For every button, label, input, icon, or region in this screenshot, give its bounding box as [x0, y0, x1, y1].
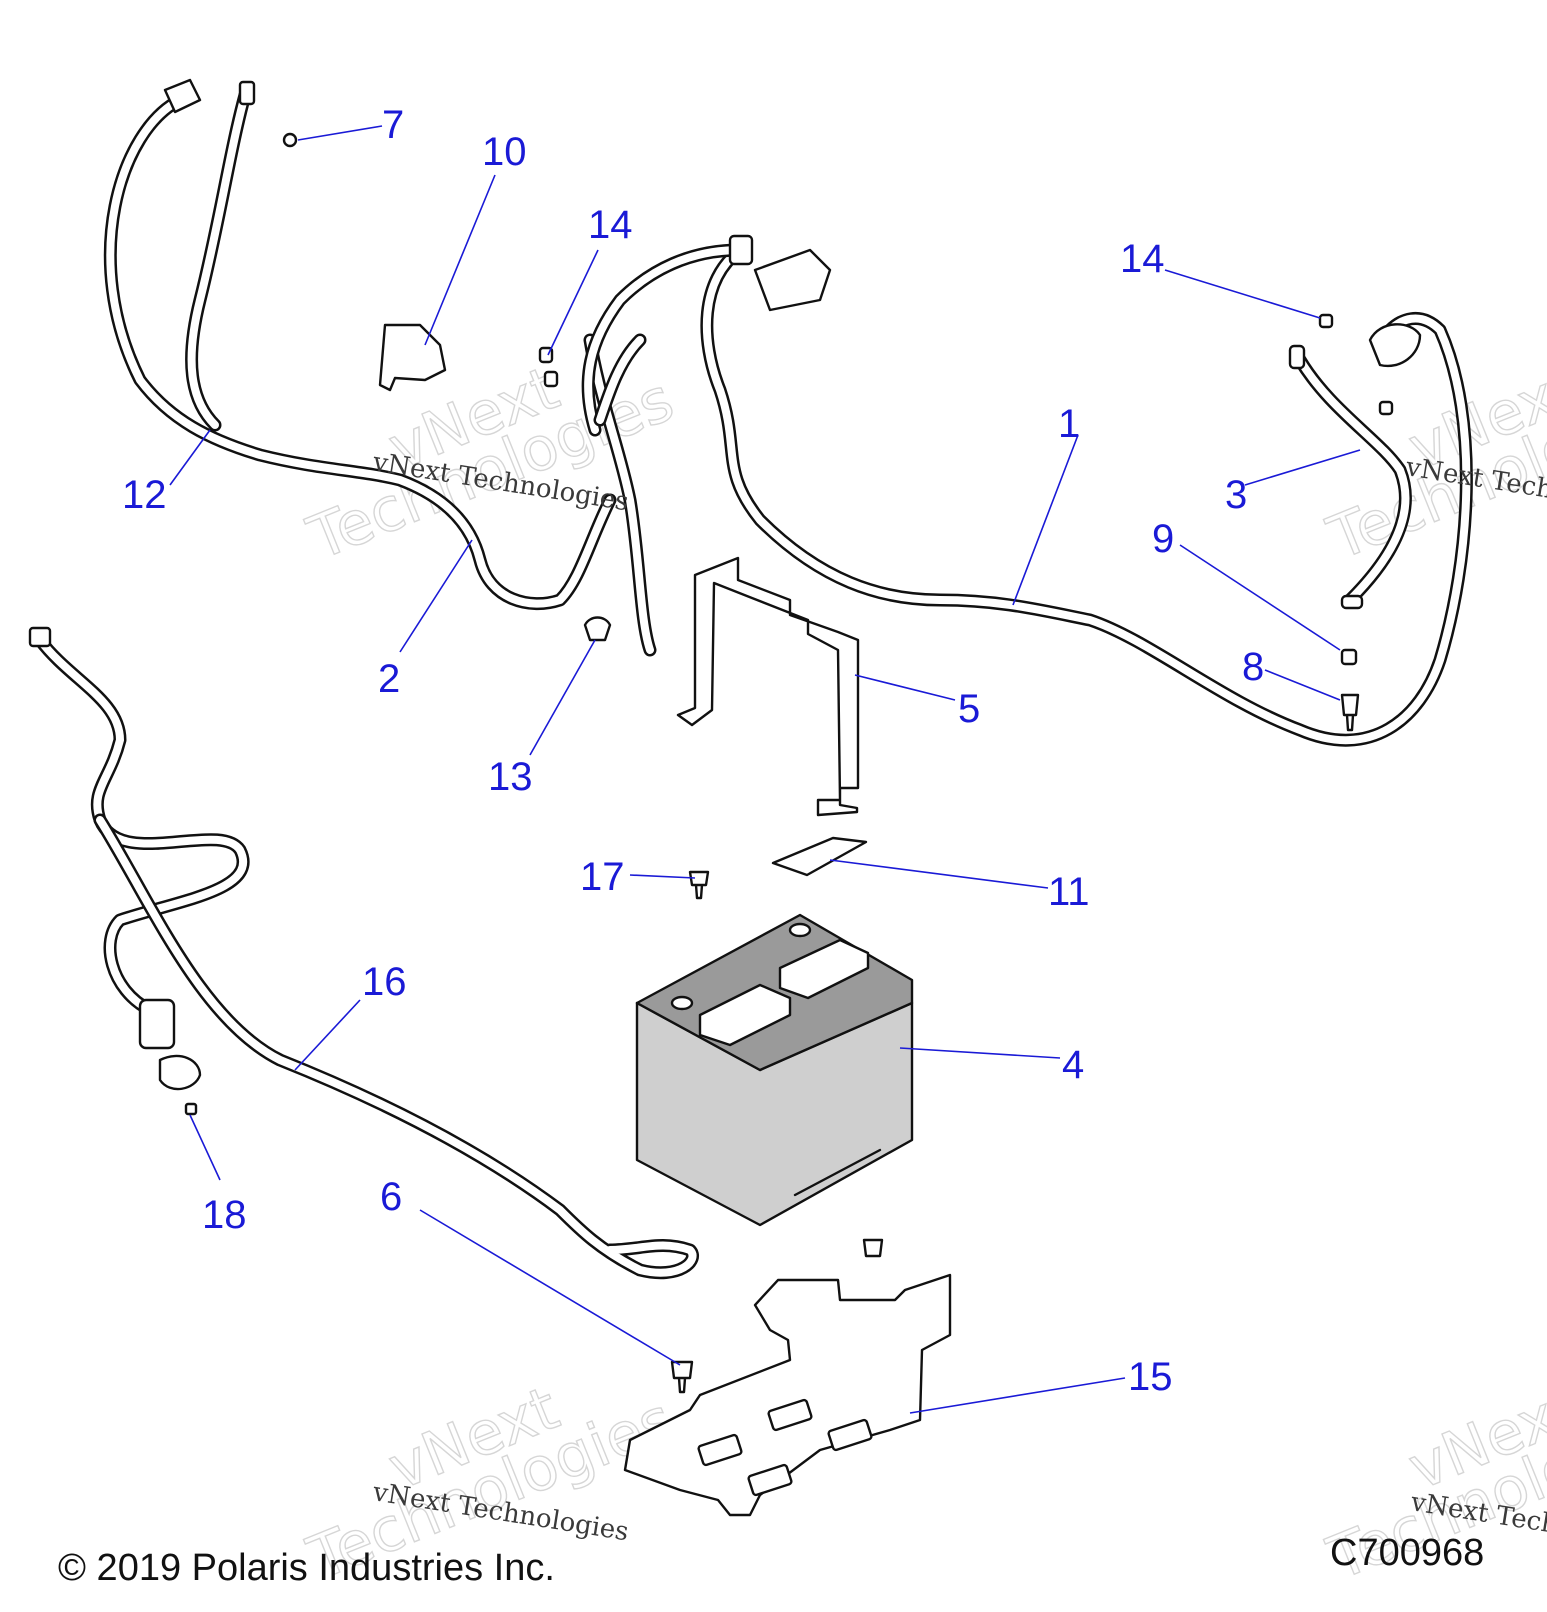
copyright-text: © 2019 Polaris Industries Inc. — [58, 1547, 555, 1589]
callout-5: 5 — [958, 687, 980, 731]
connector-icon — [28, 626, 52, 648]
tray-slot-icon — [697, 1433, 743, 1467]
nut-icon — [543, 370, 559, 388]
callout-12: 12 — [122, 473, 167, 517]
drawing-number: C700968 — [1330, 1532, 1484, 1574]
battery-icon — [635, 913, 914, 1227]
cable-3 — [1288, 344, 1412, 610]
battery-pad-icon — [771, 836, 868, 877]
callout-16: 16 — [362, 960, 407, 1004]
leader-lines — [169, 125, 1361, 1414]
callout-2: 2 — [378, 657, 400, 701]
bolt-icon — [670, 1360, 694, 1394]
tray-slot-icon — [747, 1463, 793, 1497]
tray-slot-icon — [767, 1398, 813, 1432]
terminal-ring-icon — [238, 80, 256, 106]
callout-13: 13 — [488, 755, 533, 799]
nut-icon — [1340, 648, 1358, 666]
callout-1: 1 — [1058, 402, 1080, 446]
main-harness-cable — [103, 88, 1473, 747]
bolt-icon — [583, 616, 612, 642]
callout-4: 4 — [1062, 1043, 1084, 1087]
callout-6: 6 — [380, 1175, 402, 1219]
callout-8: 8 — [1242, 645, 1264, 689]
callout-10: 10 — [482, 130, 527, 174]
hold-down-strap-icon — [676, 556, 860, 817]
callout-7: 7 — [382, 103, 404, 147]
callout-17: 17 — [580, 855, 625, 899]
bolt-icon — [862, 1238, 884, 1258]
nut-icon — [1318, 313, 1334, 329]
terminal-boot-icon — [1368, 323, 1422, 368]
callout-14: 14 — [1120, 237, 1165, 281]
terminal-ring-icon — [1340, 594, 1364, 610]
tray-slot-icon — [827, 1418, 873, 1452]
cap-icon — [184, 1102, 198, 1116]
terminal-boot-icon — [728, 234, 754, 266]
cable-16 — [28, 626, 699, 1280]
watermark-layer: vNext Technologies vNext Technologies vN… — [298, 353, 1547, 1595]
connector-icon — [138, 998, 176, 1050]
nut-icon — [1378, 400, 1394, 416]
terminal-boot-icon — [158, 1054, 202, 1091]
callout-9: 9 — [1152, 517, 1174, 561]
nut-icon — [282, 132, 298, 148]
callout-3: 3 — [1225, 473, 1247, 517]
callout-18: 18 — [202, 1193, 247, 1237]
relay-bracket-icon — [378, 323, 447, 392]
callout-labels: 1 2 3 4 5 6 7 8 9 10 11 12 13 14 14 15 1… — [122, 103, 1264, 1399]
terminal-ring-icon — [1288, 344, 1306, 370]
bolt-icon — [1340, 693, 1360, 732]
callout-14: 14 — [588, 203, 633, 247]
terminal-boot-icon — [163, 78, 202, 114]
fuse-holder-icon — [753, 248, 832, 312]
bolt-icon — [688, 870, 710, 900]
callout-15: 15 — [1128, 1355, 1173, 1399]
callout-11: 11 — [1048, 870, 1090, 914]
